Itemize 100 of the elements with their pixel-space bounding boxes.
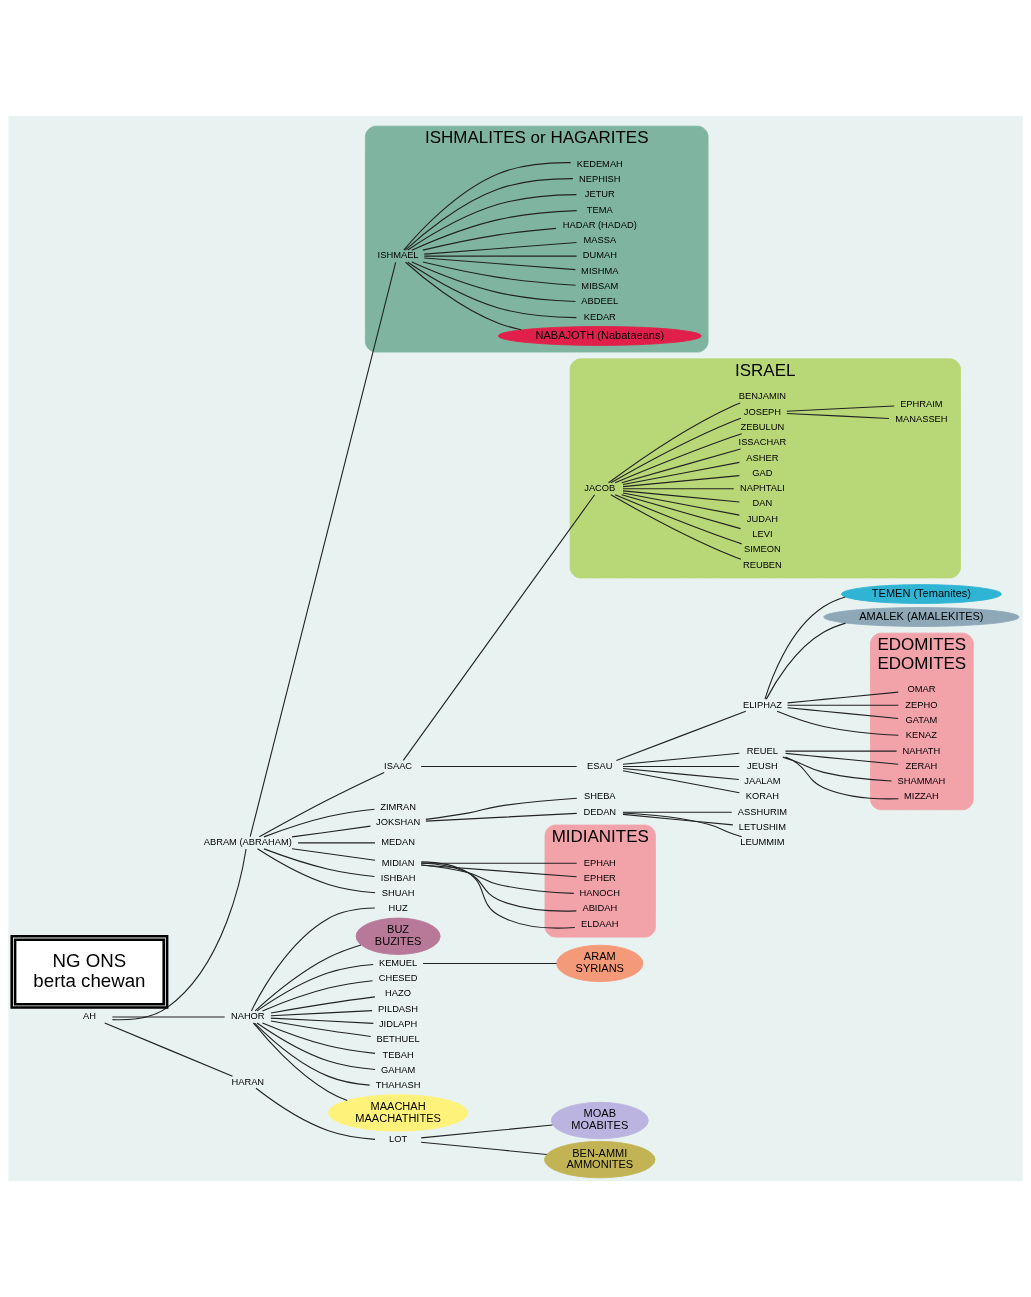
- node-text: KENAZ: [905, 730, 937, 741]
- connector: [784, 756, 899, 800]
- node-text: ZERAH: [905, 760, 938, 771]
- connector: [420, 1124, 553, 1139]
- connector: [270, 1017, 374, 1024]
- connector: [411, 210, 578, 251]
- connector: [622, 813, 734, 826]
- connector: [263, 808, 375, 838]
- node-text: MIBSAM: [581, 281, 619, 292]
- connector: [610, 417, 742, 484]
- node-text: HAZO: [385, 988, 412, 999]
- node-text: ISAAC: [384, 760, 413, 771]
- connector: [622, 765, 740, 767]
- node-text: HARAN: [231, 1076, 265, 1087]
- connector: [104, 1022, 234, 1077]
- node-text: KEMUEL: [378, 957, 418, 968]
- node-text: NAHOR: [230, 1011, 265, 1022]
- node-text: GAD: [752, 467, 773, 478]
- node-text: ASHER: [746, 452, 779, 463]
- connector: [607, 402, 741, 484]
- connector: [420, 862, 577, 912]
- node-text: ESAU: [587, 760, 613, 771]
- connector: [404, 178, 574, 251]
- node-text: LEUMMIM: [740, 837, 785, 848]
- connector: [622, 812, 743, 838]
- connector: [402, 494, 596, 761]
- node-text: JOSEPH: [743, 406, 782, 417]
- connector: [423, 257, 576, 271]
- node-text: PILDASH: [378, 1003, 419, 1014]
- node-ellipse: MOAB MOABITES: [550, 1101, 649, 1140]
- connector: [422, 261, 577, 286]
- connector: [407, 261, 578, 319]
- connector: [258, 771, 385, 838]
- connector: [782, 756, 893, 782]
- connector: [614, 433, 743, 484]
- node-text: SHUAH: [381, 888, 415, 899]
- connector: [403, 162, 572, 251]
- node-text: HUZ: [388, 903, 408, 914]
- connector: [784, 750, 898, 752]
- node-text: JAALAM: [744, 776, 781, 787]
- node-text: ELDAAH: [581, 918, 619, 929]
- connector: [255, 1087, 376, 1140]
- node-ellipse: MAACHAH MAACHATHITES: [328, 1094, 469, 1132]
- connector: [765, 622, 847, 700]
- node-ellipse: NABAJOTH (Nabataeans): [497, 326, 702, 346]
- node-text: GATAM: [905, 714, 938, 725]
- node-text: CHESED: [378, 973, 418, 984]
- connector: [407, 194, 578, 251]
- node-text: MIDIAN: [381, 857, 415, 868]
- node-text: ABDEEL: [581, 296, 619, 307]
- node-text: OMAR: [907, 684, 936, 695]
- node-text: MASSA: [583, 235, 617, 246]
- node-text: ZEBULUN: [740, 422, 785, 433]
- node-text: NEPHISH: [579, 174, 621, 185]
- connector: [422, 962, 558, 964]
- connector: [786, 405, 895, 412]
- connector: [256, 848, 376, 894]
- connector: [622, 811, 733, 813]
- connector: [405, 261, 522, 331]
- connector: [270, 996, 376, 1014]
- node-ellipse: BUZ BUZITES: [355, 917, 441, 955]
- connector: [256, 963, 374, 1012]
- connector: [622, 492, 740, 516]
- node-text: REUEL: [746, 745, 778, 756]
- connector: [420, 864, 578, 878]
- connector: [111, 848, 247, 1021]
- connector: [261, 1022, 376, 1054]
- node-text: ISHBAH: [380, 872, 416, 883]
- node-text: MEDAN: [381, 837, 415, 848]
- node-text: JACOB: [584, 483, 616, 494]
- node-text: SHAMMAH: [897, 776, 946, 787]
- connector: [420, 1141, 548, 1156]
- connector: [610, 494, 742, 560]
- connector: [785, 752, 899, 765]
- connector: [621, 448, 742, 484]
- node-text: EPHAH: [583, 857, 616, 868]
- connector: [420, 861, 576, 929]
- connector: [764, 596, 846, 700]
- connector: [297, 842, 376, 844]
- node-text: ELIPHAZ: [742, 699, 782, 710]
- node-text: MIZZAH: [904, 791, 939, 802]
- node-ellipse: AMALEK (AMALEKITES): [823, 607, 1020, 627]
- node-text: MANASSEH: [895, 414, 948, 425]
- node-text: DUMAH: [582, 250, 617, 261]
- connector: [622, 770, 740, 794]
- connector: [425, 812, 578, 822]
- connector: [423, 255, 578, 257]
- connector: [622, 461, 740, 486]
- node-text: NAPHTALI: [739, 483, 785, 494]
- connector: [615, 710, 747, 761]
- node-text: EPHER: [583, 872, 616, 883]
- connector: [423, 242, 578, 255]
- connector: [786, 412, 890, 419]
- node-text: BETHUEL: [376, 1034, 420, 1045]
- connector: [622, 752, 740, 765]
- node-ellipse: BEN-AMMI AMMONITES: [544, 1140, 656, 1179]
- connector: [614, 494, 743, 545]
- node-text: GAHAM: [380, 1064, 416, 1075]
- node-text: NAHATH: [902, 745, 941, 756]
- node-text: SIMEON: [743, 544, 781, 555]
